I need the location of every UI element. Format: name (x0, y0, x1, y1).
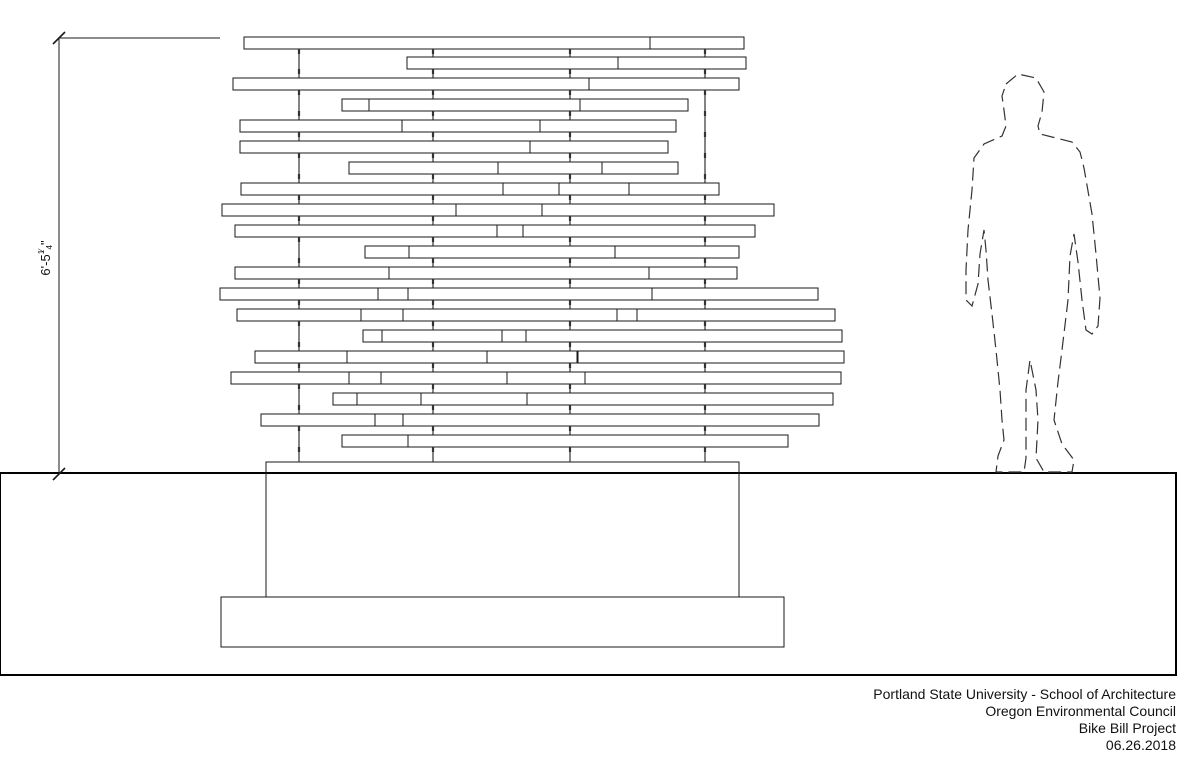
slat-row-14-segment-2 (360, 308, 404, 322)
slat-row-16-segment-1 (254, 350, 348, 364)
slat-row-19-segment-2 (374, 413, 404, 427)
slat-row-15-segment-4 (525, 329, 843, 343)
slat-row-8-segment-3 (558, 182, 630, 196)
slat-row-2-segment-2 (617, 56, 747, 70)
slat-row-4-segment-2 (368, 98, 582, 112)
slat-row-17-segment-4 (506, 371, 586, 385)
title-line-project: Bike Bill Project (1078, 720, 1176, 736)
slat-row-4-segment-3 (579, 98, 689, 112)
slat-row-11-segment-3 (614, 245, 740, 259)
slat-row-4-segment-1 (341, 98, 370, 112)
dimension-tick-bottom (52, 467, 66, 481)
human-scale-figure (965, 73, 1101, 473)
title-line-client: Oregon Environmental Council (985, 703, 1176, 719)
title-line-university: Portland State University - School of Ar… (873, 686, 1176, 702)
slat-row-14-segment-1 (236, 308, 362, 322)
slat-row-12-segment-3 (648, 266, 738, 280)
title-line-date: 06.26.2018 (1105, 737, 1176, 753)
slat-row-18-segment-1 (332, 392, 358, 406)
height-dimension (52, 31, 220, 481)
slat-row-9-segment-3 (541, 203, 775, 217)
slat-row-9-segment-1 (221, 203, 457, 217)
dimension-fraction-num: 1 (37, 249, 46, 254)
slat-row-17-segment-3 (380, 371, 508, 385)
slat-row-6-segment-2 (529, 140, 669, 154)
slat-row-10-segment-1 (234, 224, 498, 238)
dimension-fraction-den: 4 (45, 245, 54, 250)
slat-row-20-segment-1 (341, 434, 409, 448)
slat-row-20-segment-2 (407, 434, 789, 448)
pedestal-upper-block (265, 461, 740, 598)
slat-row-16-segment-3 (486, 350, 578, 364)
slat-row-17-segment-1 (230, 371, 350, 385)
slat-row-7-segment-1 (348, 161, 500, 175)
slat-row-11-segment-1 (364, 245, 410, 259)
slat-row-10-segment-2 (496, 224, 524, 238)
slat-row-17-segment-2 (348, 371, 382, 385)
ground-section-box (0, 472, 1177, 676)
slat-row-11-segment-2 (408, 245, 616, 259)
slat-row-18-segment-2 (356, 392, 422, 406)
slat-row-12-segment-2 (388, 266, 650, 280)
slat-row-14-segment-3 (402, 308, 618, 322)
title-block: Portland State University - School of Ar… (873, 686, 1176, 754)
slat-row-5-segment-3 (539, 119, 677, 133)
slat-row-15-segment-3 (501, 329, 527, 343)
dimension-label: 6'-51⁄4" (37, 240, 54, 276)
slat-row-16-segment-2 (346, 350, 488, 364)
slat-row-14-segment-4 (616, 308, 638, 322)
dimension-feet-inches: 6'-5 (38, 254, 53, 275)
slat-row-1-segment-2 (649, 36, 745, 50)
slat-row-9-segment-2 (455, 203, 543, 217)
slat-row-18-segment-3 (420, 392, 528, 406)
slat-row-18-segment-4 (526, 392, 834, 406)
slat-row-5-segment-1 (239, 119, 403, 133)
slat-row-15-segment-2 (381, 329, 503, 343)
slat-row-1-segment-1 (243, 36, 651, 50)
slat-row-3-segment-2 (588, 77, 740, 91)
slat-row-8-segment-1 (240, 182, 504, 196)
slat-row-14-segment-5 (636, 308, 836, 322)
slat-row-7-segment-2 (497, 161, 603, 175)
slat-row-13-segment-3 (407, 287, 653, 301)
slat-row-13-segment-2 (377, 287, 409, 301)
slat-row-6-segment-1 (239, 140, 531, 154)
pedestal-base-slab (220, 596, 785, 648)
slat-row-19-segment-1 (260, 413, 376, 427)
slat-stack (219, 36, 845, 452)
slat-row-15-segment-1 (362, 329, 383, 343)
dimension-inch-mark: " (38, 240, 53, 245)
slat-row-8-segment-2 (502, 182, 560, 196)
slat-row-19-segment-3 (402, 413, 820, 427)
slat-row-13-segment-4 (651, 287, 819, 301)
slat-row-10-segment-3 (522, 224, 756, 238)
slat-row-7-segment-3 (601, 161, 679, 175)
slat-row-16-segment-4 (577, 350, 845, 364)
slat-row-3-segment-1 (232, 77, 590, 91)
slat-row-8-segment-4 (628, 182, 720, 196)
slat-row-13-segment-1 (219, 287, 381, 301)
slat-row-17-segment-5 (584, 371, 842, 385)
slat-row-2-segment-1 (406, 56, 620, 70)
slat-row-12-segment-1 (234, 266, 390, 280)
dimension-tick-top (52, 31, 66, 45)
slat-row-5-segment-2 (401, 119, 541, 133)
